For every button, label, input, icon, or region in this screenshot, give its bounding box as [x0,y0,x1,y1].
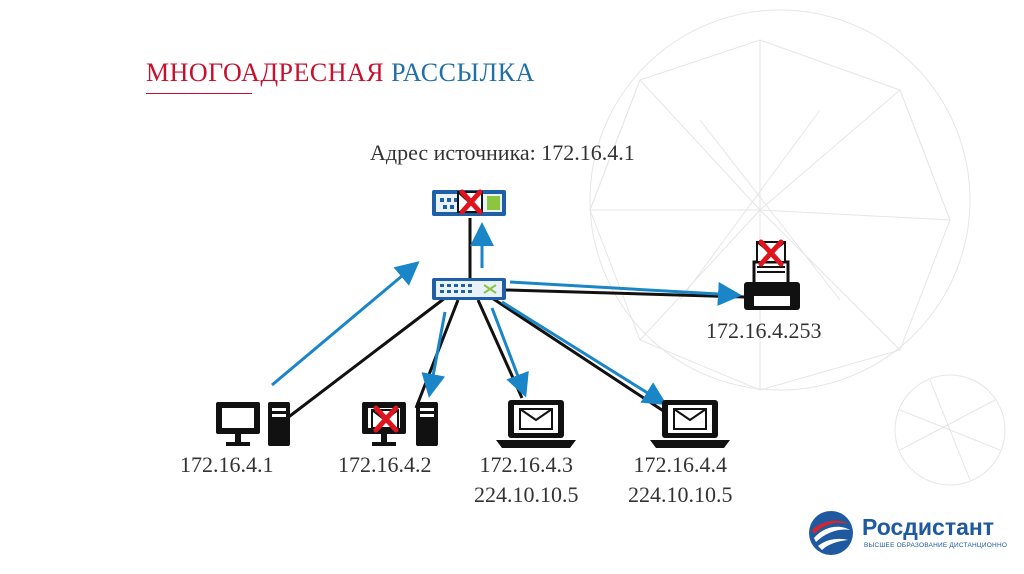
source-address-label: Адрес источника: 172.16.4.1 [370,140,635,165]
reject-x-icon-printer [758,239,784,267]
host-address: 172.16.4.3 [479,452,574,477]
host-label-pc2: 172.16.4.2 [338,450,432,480]
switch-icon [432,278,506,300]
arrow-switch-printer [509,280,742,306]
link-switch-printer [505,288,746,299]
host-address: 172.16.4.253 [706,318,822,343]
logo-subtitle: ВЫСШЕЕ ОБРАЗОВАНИЕ ДИСТАНЦИОННО [864,542,1008,549]
link-switch-pc1 [281,296,446,424]
traffic-arrows [271,222,742,406]
printer-icon [744,260,800,310]
arrow-switch-pc2 [421,311,447,398]
host-label-pc1: 172.16.4.1 [180,450,274,480]
desktop-icon-pc1 [216,402,290,446]
logo-name: Росдистант [862,514,995,540]
host-address: 172.16.4.2 [338,452,432,477]
arrow-switch-laptop1 [490,307,529,398]
arrow-switch-laptop2 [501,300,668,406]
host-address: 172.16.4.1 [180,452,274,477]
title-underline [146,93,252,94]
page-title: МНОГОАДРЕСНАЯ РАССЫЛКА [146,58,535,88]
title-part-2: РАССЫЛКА [391,58,535,87]
group-address: 224.10.10.5 [628,482,733,507]
rosdistant-logo: Росдистант ВЫСШЕЕ ОБРАЗОВАНИЕ ДИСТАНЦИОН… [804,504,1008,564]
laptop-icon-2 [650,400,730,448]
title-part-1: МНОГОАДРЕСНАЯ [146,58,385,87]
host-label-laptop1: 172.16.4.3 224.10.10.5 [474,450,579,510]
reject-x-icon-pc2 [373,405,399,433]
host-label-printer: 172.16.4.253 [706,316,822,346]
reject-x-icon [459,189,483,215]
host-address: 172.16.4.4 [633,452,728,477]
link-switch-laptop2 [491,296,669,416]
host-label-laptop2: 172.16.4.4 224.10.10.5 [628,450,733,510]
laptop-icon-1 [496,400,576,448]
rosdistant-logo-mark [809,511,853,555]
arrow-pc1-up [271,261,420,387]
group-address: 224.10.10.5 [474,482,579,507]
